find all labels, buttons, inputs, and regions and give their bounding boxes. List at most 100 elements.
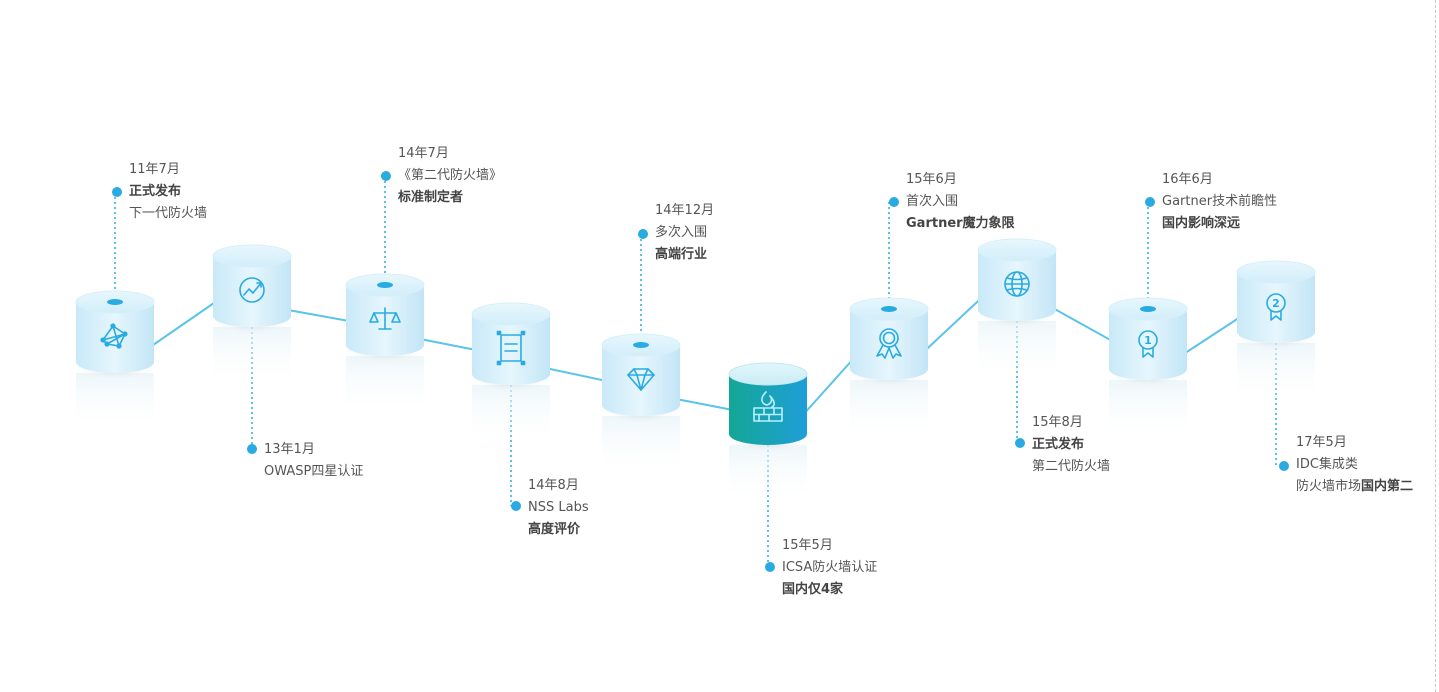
cylinder-reflection: [850, 380, 928, 440]
milestone-line1: 正式发布: [129, 184, 182, 199]
cylinder-body: [978, 250, 1056, 321]
medal-2-icon: 2: [1266, 293, 1286, 321]
connector-line: [139, 293, 228, 355]
milestone-date: 13年1月: [264, 442, 315, 457]
cylinder-reflection: [472, 385, 550, 445]
cylinder-reflection: [76, 373, 154, 433]
cylinder-body: [1109, 309, 1187, 380]
cylinder-top: [471, 302, 551, 326]
cylinder-top: [977, 238, 1057, 262]
milestone-cylinder: [846, 297, 932, 440]
cylinder-body: [602, 345, 680, 416]
milestone-dot: [381, 171, 391, 181]
cylinder-reflection: [602, 416, 680, 476]
milestone-label: 14年12月多次入围高端行业: [638, 200, 715, 266]
cylinder-top: [1236, 260, 1316, 284]
milestone-line2-text: 高端行业: [655, 247, 708, 262]
milestone-line2-text: 防火墙市场: [1296, 479, 1362, 494]
cylinder-top: [212, 244, 292, 268]
milestone-line1: 《第二代防火墙》: [398, 168, 503, 183]
medal-number: 2: [1272, 297, 1280, 310]
scale-icon: [369, 307, 401, 330]
milestone-cylinder: 1: [1105, 297, 1191, 440]
milestone-dot: [1145, 197, 1155, 207]
milestone-line2-text: 第二代防火墙: [1032, 459, 1111, 474]
milestone-line2: Gartner魔力象限: [906, 213, 1015, 235]
milestone-label: 15年5月 ICSA防火墙认证国内仅4家: [765, 535, 878, 601]
callout-anchor: [377, 282, 393, 288]
milestone-line1: ICSA防火墙认证: [782, 560, 878, 575]
globe-icon: [1004, 271, 1030, 297]
milestone-date: 15年6月: [906, 172, 957, 187]
milestone-cylinder: [209, 244, 295, 387]
milestone-line2-text: 标准制定者: [398, 190, 464, 205]
milestone-date: 16年6月: [1162, 172, 1213, 187]
milestone-dot: [765, 562, 775, 572]
milestone-cylinder: 2: [1233, 260, 1319, 403]
milestone-label: 15年6月首次入围 Gartner魔力象限: [889, 169, 1015, 235]
milestone-date: 14年12月: [655, 203, 715, 218]
callout-anchor: [881, 306, 897, 312]
milestone-date: 11年7月: [129, 162, 180, 177]
milestone-line2: 标准制定者: [398, 187, 502, 209]
milestone-line2-text: Gartner魔力象限: [906, 216, 1015, 231]
milestone-dot: [638, 229, 648, 239]
cylinder-reflection: [1109, 380, 1187, 440]
cylinder-body: [1237, 272, 1315, 343]
milestone-line1: 多次入围: [655, 225, 708, 240]
milestone-date: 17年5月: [1296, 435, 1347, 450]
milestone-cylinder: [468, 302, 554, 445]
milestone-label: 11年7月正式发布下一代防火墙: [112, 159, 207, 225]
milestone-date: 14年7月: [398, 146, 449, 161]
milestone-line1: IDC集成类: [1296, 457, 1358, 472]
milestone-line1: 正式发布: [1032, 437, 1085, 452]
milestone-date: 14年8月: [528, 478, 579, 493]
milestone-date: 15年5月: [782, 538, 833, 553]
network-icon: [100, 323, 128, 349]
milestone-label: 13年1月 OWASP四星认证: [247, 439, 364, 483]
callout-anchor: [107, 299, 123, 305]
award-ribbon-icon: [876, 328, 902, 359]
cylinder-body: [729, 374, 807, 445]
cylinder-reflection: [978, 321, 1056, 381]
milestone-line2: 防火墙市场国内第二: [1296, 476, 1413, 498]
timeline-connectors: [139, 287, 1252, 427]
milestone-cylinder: [725, 362, 811, 505]
milestone-cylinder: [974, 238, 1060, 381]
milestone-line1: NSS Labs: [528, 500, 589, 515]
milestone-dot: [1279, 461, 1289, 471]
milestone-dot: [1015, 438, 1025, 448]
milestone-line2: 国内仅4家: [782, 579, 877, 601]
cylinder-top: [728, 362, 808, 386]
milestone-line2: 第二代防火墙: [1032, 456, 1110, 478]
milestone-dot: [112, 187, 122, 197]
milestone-line2: 高端行业: [655, 244, 714, 266]
milestone-cylinder: [342, 273, 428, 416]
milestone-line2-text: 国内仅4家: [782, 582, 844, 597]
milestone-line1: 首次入围: [906, 194, 959, 209]
milestone-line2-text: 高度评价: [528, 522, 581, 537]
page-edge-divider: [1435, 0, 1436, 692]
milestone-line2-bold: 国内第二: [1361, 479, 1414, 494]
milestone-label: 14年7月《第二代防火墙》标准制定者: [381, 143, 503, 209]
cylinder-reflection: [729, 445, 807, 505]
cylinder-reflection: [1237, 343, 1315, 403]
document-frame-icon: [496, 330, 526, 366]
medal-number: 1: [1144, 334, 1152, 347]
timeline-cylinders: 12: [72, 238, 1319, 505]
cylinder-reflection: [213, 327, 291, 387]
milestone-line1: OWASP四星认证: [264, 464, 364, 479]
milestone-dot: [511, 501, 521, 511]
milestone-label: 15年8月正式发布第二代防火墙: [1015, 412, 1110, 478]
diamond-icon: [627, 368, 655, 391]
milestone-line2: 国内影响深远: [1162, 213, 1277, 235]
callout-anchor: [1140, 306, 1156, 312]
firewall-icon: [753, 391, 783, 422]
milestone-line2-text: 下一代防火墙: [129, 206, 208, 221]
cylinder-body: [472, 314, 550, 385]
milestone-cylinder: [598, 333, 684, 476]
milestone-line2: 下一代防火墙: [129, 203, 207, 225]
